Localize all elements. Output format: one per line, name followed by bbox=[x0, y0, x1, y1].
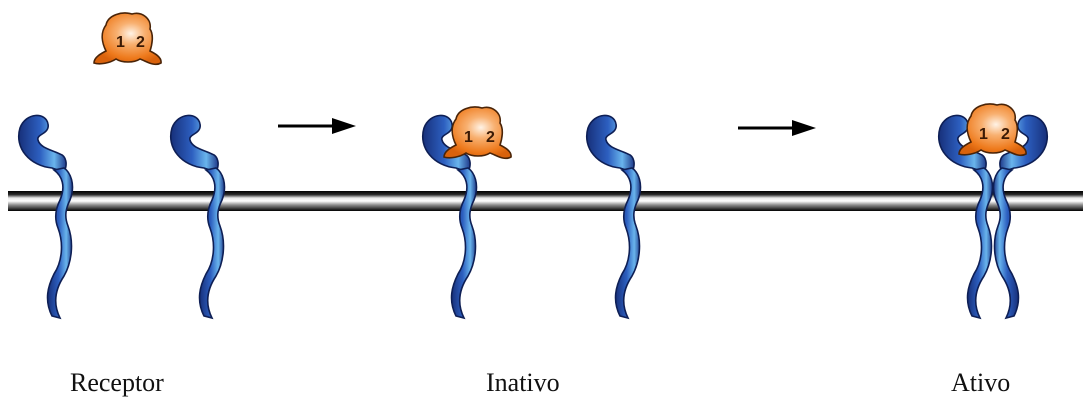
ligand-site-1: 1 bbox=[116, 34, 125, 51]
free-ligand: 1 2 bbox=[94, 13, 161, 64]
label-ativo: Ativo bbox=[951, 368, 1010, 398]
arrow-right bbox=[278, 118, 356, 134]
ligand-site-2: 2 bbox=[486, 129, 495, 146]
receptor-monomer bbox=[19, 115, 73, 318]
arrow-right bbox=[738, 120, 816, 136]
label-inativo: Inativo bbox=[486, 368, 560, 398]
receptor-monomer bbox=[171, 115, 225, 318]
ligand-site-1: 1 bbox=[464, 129, 473, 146]
receptor-monomer bbox=[587, 115, 641, 318]
ligand-site-1: 1 bbox=[979, 126, 988, 143]
cell-membrane bbox=[8, 191, 1083, 211]
bound-ligand: 1 2 bbox=[444, 107, 511, 158]
dimer-ligand: 1 2 bbox=[959, 104, 1026, 155]
label-receptor: Receptor bbox=[70, 368, 164, 398]
ligand-site-2: 2 bbox=[1001, 126, 1010, 143]
ligand-site-2: 2 bbox=[136, 34, 145, 51]
